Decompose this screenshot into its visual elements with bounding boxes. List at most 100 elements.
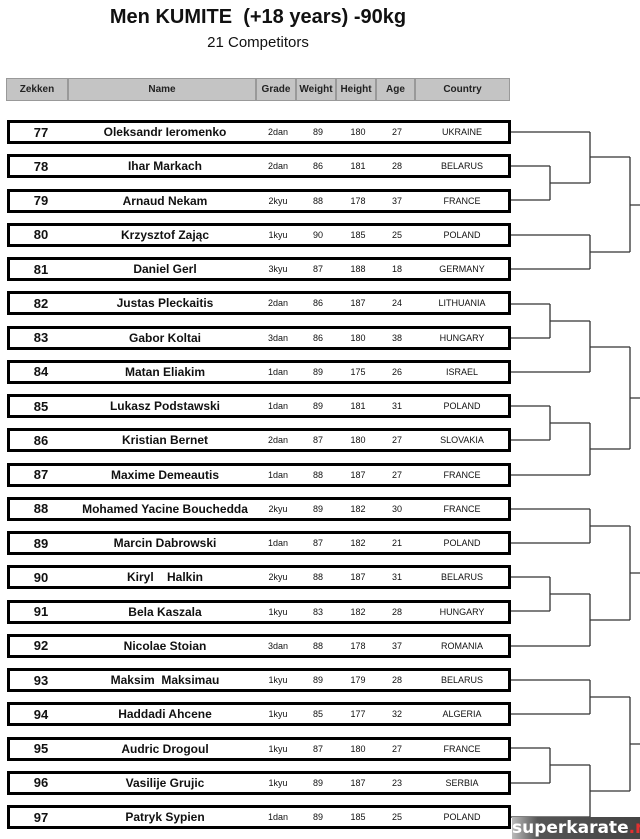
cell-weight: 87 [312,743,323,754]
cell-height: 177 [350,709,366,720]
cell-weight: 86 [312,298,323,309]
cell-height: 188 [350,264,366,274]
cell-age: 21 [391,538,402,548]
cell-country: FRANCE [443,469,481,480]
cell-country: GERMANY [439,264,485,274]
cell-age: 23 [391,777,402,788]
cell-age: 27 [391,435,402,446]
cell-grade: 1dan [267,366,289,377]
cell-name: Marcin Dabrowski [113,536,217,550]
cell-country: HUNGARY [439,332,485,343]
cell-name: Justas Pleckaitis [116,296,214,311]
cell-grade: 1kyu [268,606,288,617]
cell-height: 179 [350,675,366,685]
cell-weight: 89 [312,503,323,514]
cell-age: 27 [391,743,402,754]
cell-weight: 89 [312,777,323,788]
cell-height: 182 [350,538,366,548]
cell-country: ALGERIA [442,709,482,720]
bracket-line [511,679,640,818]
cell-zekken: 77 [33,124,49,140]
cell-grade: 1dan [267,401,289,411]
cell-country: POLAND [443,229,481,240]
cell-country: UKRAINE [441,127,482,137]
cell-zekken: 78 [33,158,49,174]
cell-zekken: 84 [33,364,49,380]
cell-zekken: 87 [33,467,49,482]
cell-height: 182 [350,606,366,617]
cell-grade: 2dan [267,435,289,446]
cell-country: POLAND [443,401,481,411]
cell-weight: 87 [312,435,323,446]
cell-grade: 3dan [267,640,289,651]
cell-name: Audric Drogoul [121,741,209,756]
cell-country: POLAND [443,812,481,822]
cell-weight: 85 [312,709,323,720]
cell-height: 181 [350,401,366,411]
cell-country: FRANCE [443,503,481,514]
cell-country: HUNGARY [439,606,485,617]
cell-zekken: 83 [33,330,49,345]
cell-country: BELARUS [440,572,484,583]
header-height: Height [336,78,376,101]
cell-name: Lukasz Podstawski [109,399,221,413]
cell-age: 25 [391,229,402,240]
cell-grade: 1kyu [268,229,288,240]
cell-country: BELARUS [440,675,484,685]
cell-grade: 1kyu [268,743,288,754]
cell-grade: 3kyu [268,264,288,274]
cell-age: 28 [391,161,402,172]
cell-zekken: 88 [33,501,49,517]
cell-zekken: 93 [33,672,49,688]
cell-zekken: 94 [33,706,49,722]
cell-country: BELARUS [440,161,484,172]
cell-name: Bela Kaszala [128,604,202,619]
cell-name: Ihar Markach [127,159,203,174]
cell-age: 28 [391,675,402,685]
cell-age: 26 [391,366,402,377]
cell-height: 180 [350,332,366,343]
header-name: Name [68,78,256,101]
header-country: Country [415,78,510,101]
cell-zekken: 95 [33,741,49,756]
cell-weight: 88 [312,195,323,206]
cell-weight: 89 [312,401,323,411]
cell-country: ISRAEL [445,366,478,377]
cell-age: 30 [391,503,402,514]
cell-grade: 2kyu [268,572,288,583]
cell-country: POLAND [443,538,481,548]
cell-grade: 1dan [267,812,289,822]
competitor-count: 21 Competitors [207,34,309,51]
cell-country: SERBIA [445,777,479,788]
header-grade: Grade [256,78,296,101]
cell-grade: 2kyu [268,195,288,206]
cell-age: 24 [391,298,402,309]
cell-country: SLOVAKIA [440,435,484,446]
cell-name: Vasilije Grujic [125,775,205,790]
cell-height: 178 [350,195,366,206]
cell-height: 185 [350,229,366,240]
cell-zekken: 92 [33,638,49,654]
cell-height: 181 [350,161,366,172]
cell-age: 31 [391,401,402,411]
cell-height: 175 [350,366,366,377]
cell-zekken: 89 [33,535,49,551]
cell-height: 180 [350,743,366,754]
cell-grade: 1kyu [268,777,288,788]
cell-zekken: 85 [33,398,49,414]
cell-age: 37 [391,640,402,651]
cell-age: 25 [391,812,402,822]
cell-name: Krzysztof Zając [120,227,210,242]
cell-height: 187 [350,572,366,583]
